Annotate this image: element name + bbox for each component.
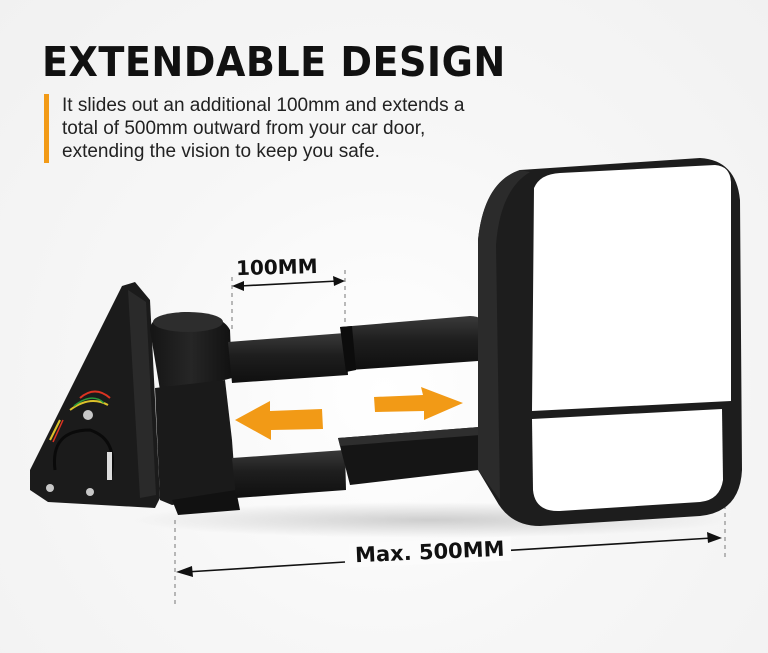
mirror-head — [478, 158, 742, 526]
description-line: extending the vision to keep you safe. — [62, 141, 380, 162]
upper-arm — [228, 316, 492, 383]
extension-dimension-arrow — [232, 276, 345, 291]
description-block: It slides out an additional 100mm and ex… — [44, 94, 542, 163]
slide-direction-arrows — [235, 387, 463, 440]
main-mirror-glass — [532, 165, 731, 411]
pivot-housing — [150, 312, 240, 515]
description-line: total of 500mm outward from your car doo… — [62, 118, 426, 139]
arrow-left-icon — [235, 401, 323, 440]
page-title: EXTENDABLE DESIGN — [42, 38, 506, 86]
arrow-right-icon — [374, 387, 463, 420]
max-dimension-arrow — [176, 532, 722, 577]
dimension-guides — [174, 270, 726, 605]
extension-dimension-label: 100MM — [235, 253, 318, 281]
door-mount — [30, 282, 160, 508]
lower-arm — [232, 426, 496, 498]
description-line: It slides out an additional 100mm and ex… — [62, 95, 465, 116]
blindspot-mirror-glass — [532, 409, 723, 512]
